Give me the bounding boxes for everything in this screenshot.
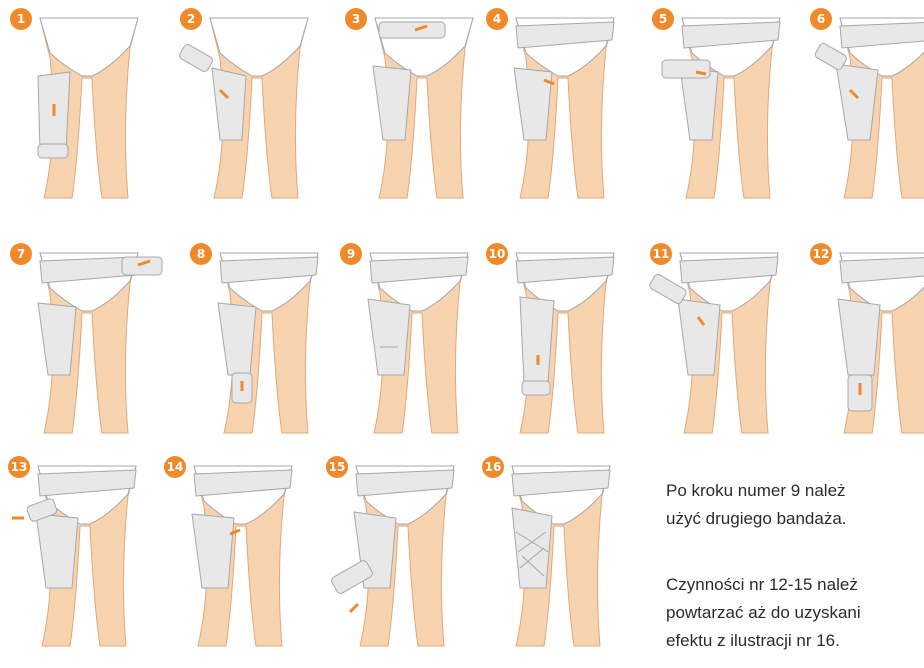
step-3: 3 — [345, 8, 495, 208]
note-line: użyć drugiego bandaża. — [666, 505, 924, 533]
note-line: Czynności nr 12-15 należ — [666, 571, 924, 599]
step-1: 1 — [10, 8, 160, 208]
step-number-badge: 16 — [482, 456, 504, 478]
step-number-badge: 3 — [345, 8, 367, 30]
step-12: 12 — [810, 243, 924, 443]
note-line: Po kroku numer 9 należ — [666, 477, 924, 505]
note-line: powtarzać aż do uzyskani — [666, 599, 924, 627]
step-14: 14 — [164, 456, 314, 656]
leg-illustration — [10, 8, 160, 208]
step-number-badge: 9 — [340, 243, 362, 265]
step-6: 6 — [810, 8, 924, 208]
step-15: 15 — [326, 456, 476, 656]
step-11: 11 — [650, 243, 800, 443]
leg-illustration — [482, 456, 632, 656]
leg-illustration — [810, 243, 924, 443]
leg-illustration — [652, 8, 802, 208]
step-number-badge: 11 — [650, 243, 672, 265]
leg-illustration — [486, 8, 636, 208]
leg-illustration — [650, 243, 800, 443]
leg-illustration — [8, 456, 158, 656]
note-line: efektu z ilustracji nr 16. — [666, 627, 924, 655]
leg-illustration — [345, 8, 495, 208]
step-number-badge: 5 — [652, 8, 674, 30]
step-number-badge: 6 — [810, 8, 832, 30]
leg-illustration — [326, 456, 476, 656]
leg-illustration — [810, 8, 924, 208]
leg-illustration — [486, 243, 636, 443]
leg-illustration — [180, 8, 330, 208]
step-16: 16 — [482, 456, 632, 656]
step-9: 9 — [340, 243, 490, 443]
step-2: 2 — [180, 8, 330, 208]
step-number-badge: 14 — [164, 456, 186, 478]
step-number-badge: 4 — [486, 8, 508, 30]
leg-illustration — [164, 456, 314, 656]
instruction-note-second-bandage: Po kroku numer 9 należ użyć drugiego ban… — [666, 477, 924, 533]
step-number-badge: 12 — [810, 243, 832, 265]
step-13: 13 — [8, 456, 158, 656]
step-number-badge: 10 — [486, 243, 508, 265]
step-number-badge: 8 — [190, 243, 212, 265]
instruction-note-repeat-steps: Czynności nr 12-15 należ powtarzać aż do… — [666, 571, 924, 655]
step-8: 8 — [190, 243, 340, 443]
step-7: 7 — [10, 243, 160, 443]
step-number-badge: 2 — [180, 8, 202, 30]
step-10: 10 — [486, 243, 636, 443]
step-number-badge: 13 — [8, 456, 30, 478]
step-4: 4 — [486, 8, 636, 208]
leg-illustration — [190, 243, 340, 443]
leg-illustration — [340, 243, 490, 443]
step-number-badge: 1 — [10, 8, 32, 30]
step-number-badge: 15 — [326, 456, 348, 478]
leg-illustration — [10, 243, 160, 443]
step-number-badge: 7 — [10, 243, 32, 265]
step-5: 5 — [652, 8, 802, 208]
